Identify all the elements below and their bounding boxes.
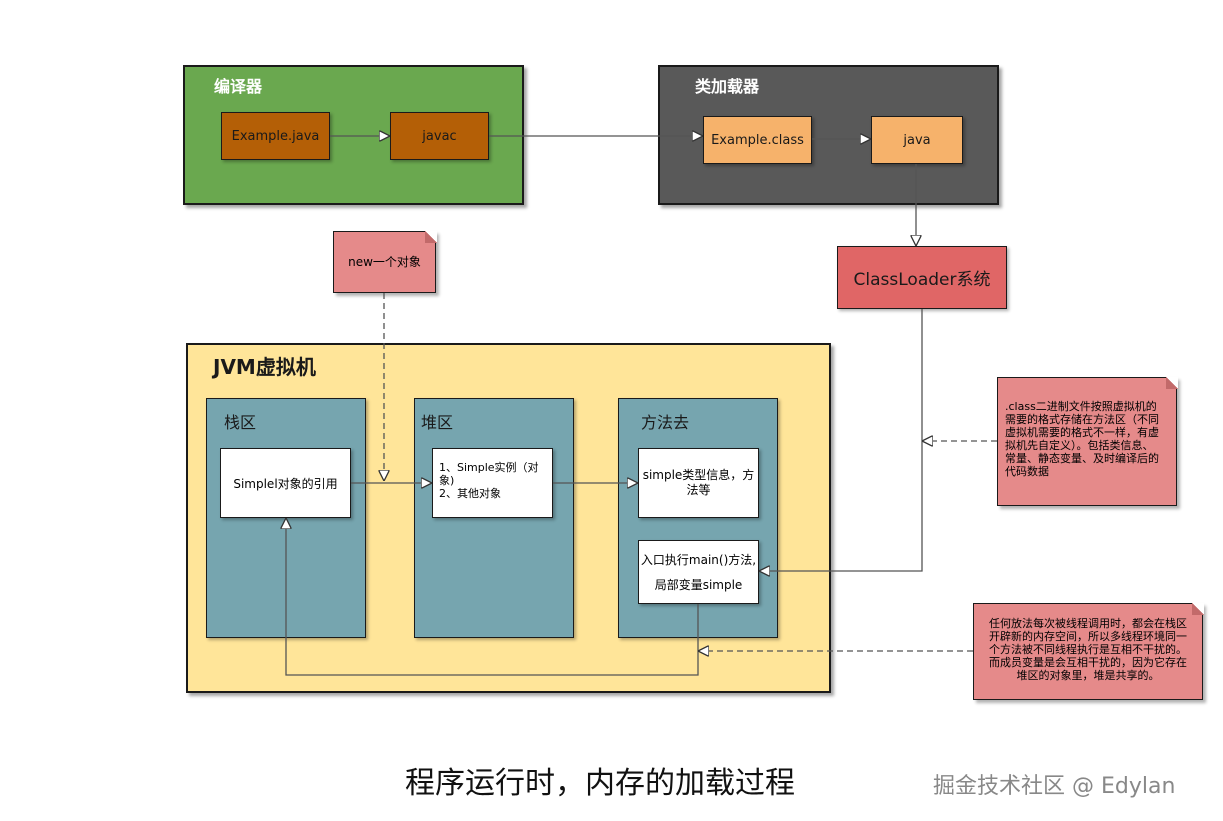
example-class-node[interactable]: Example.class (703, 116, 812, 164)
class-note-line-5: 代码数据 (1005, 465, 1049, 478)
thread-note-line-4: 堆区的对象里，堆是共享的。 (1016, 669, 1160, 682)
thread-note-line-0: 任何放法每次被线程调用时，都会在栈区 (989, 617, 1187, 630)
class-note-line-2: 虚拟机需要的格式不一样，有虚 (1005, 426, 1159, 439)
diagram-caption: 程序运行时，内存的加载过程 (405, 766, 795, 801)
class-note-line-3: 拟机先自定义）。包括类信息、 (1005, 439, 1154, 452)
method-area-title: 方法去 (641, 413, 690, 432)
main-entry-box[interactable]: 入口执行main()方法, 局部变量simple (638, 540, 759, 604)
heap-objects-box[interactable]: 1、Simple实例（对 象) 2、其他对象 (432, 448, 553, 518)
class-storage-note: .class二进制文件按照虚拟机的 需要的格式存储在方法区（不同 虚拟机需要的格… (997, 376, 1178, 506)
class-note-line-0: .class二进制文件按照虚拟机的 (1005, 400, 1157, 413)
note-fold-icon (1165, 376, 1178, 389)
heap-line-2: 象) (439, 474, 455, 487)
thread-stack-note: 任何放法每次被线程调用时，都会在栈区 开辟新的内存空间，所以多线程环境同一 个方… (973, 602, 1204, 700)
thread-note-line-2: 个方法被不同线程执行是互相不干扰的。 (989, 643, 1187, 656)
simple-type-info-box[interactable]: simple类型信息，方 法等 (638, 448, 759, 518)
type-info-line-2: 法等 (686, 483, 711, 497)
edge-classloader-to-main (759, 309, 923, 571)
new-object-note-text: new一个对象 (348, 254, 421, 269)
example-java-node[interactable]: Example.java (221, 112, 330, 160)
simple-reference-box[interactable]: Simplel对象的引用 (220, 448, 351, 518)
jvm-title: JVM虚拟机 (213, 355, 316, 379)
watermark: 掘金技术社区 @ Edylan (933, 774, 1176, 799)
entry-line-2: 局部变量simple (654, 578, 743, 592)
note-fold-icon (424, 230, 437, 243)
classloader-system-node[interactable]: ClassLoader系统 (837, 246, 1007, 309)
edge-main-to-stack (286, 518, 699, 676)
entry-line-1: 入口执行main()方法, (640, 553, 757, 567)
thread-note-line-1: 开辟新的内存空间，所以多线程环境同一 (989, 630, 1187, 643)
heap-area: 堆区 (414, 398, 574, 638)
thread-note-line-3: 而成员变量是会互相干扰的，因为它存在 (989, 656, 1187, 669)
heap-area-title: 堆区 (421, 413, 454, 432)
java-node[interactable]: java (871, 116, 963, 164)
heap-line-3: 2、其他对象 (439, 487, 501, 500)
classloader-group-title: 类加载器 (695, 77, 760, 96)
stack-area-title: 栈区 (224, 413, 257, 432)
heap-line-1: 1、Simple实例（对 (439, 461, 539, 474)
type-info-line-1: simple类型信息，方 (642, 468, 755, 482)
new-object-note: new一个对象 (333, 230, 437, 293)
note-fold-icon (1191, 602, 1204, 615)
javac-node[interactable]: javac (390, 112, 489, 160)
class-note-line-4: 常量、静态变量、及时编译后的 (1005, 452, 1159, 465)
compiler-title: 编译器 (214, 77, 263, 96)
class-note-line-1: 需要的格式存储在方法区（不同 (1005, 413, 1159, 426)
